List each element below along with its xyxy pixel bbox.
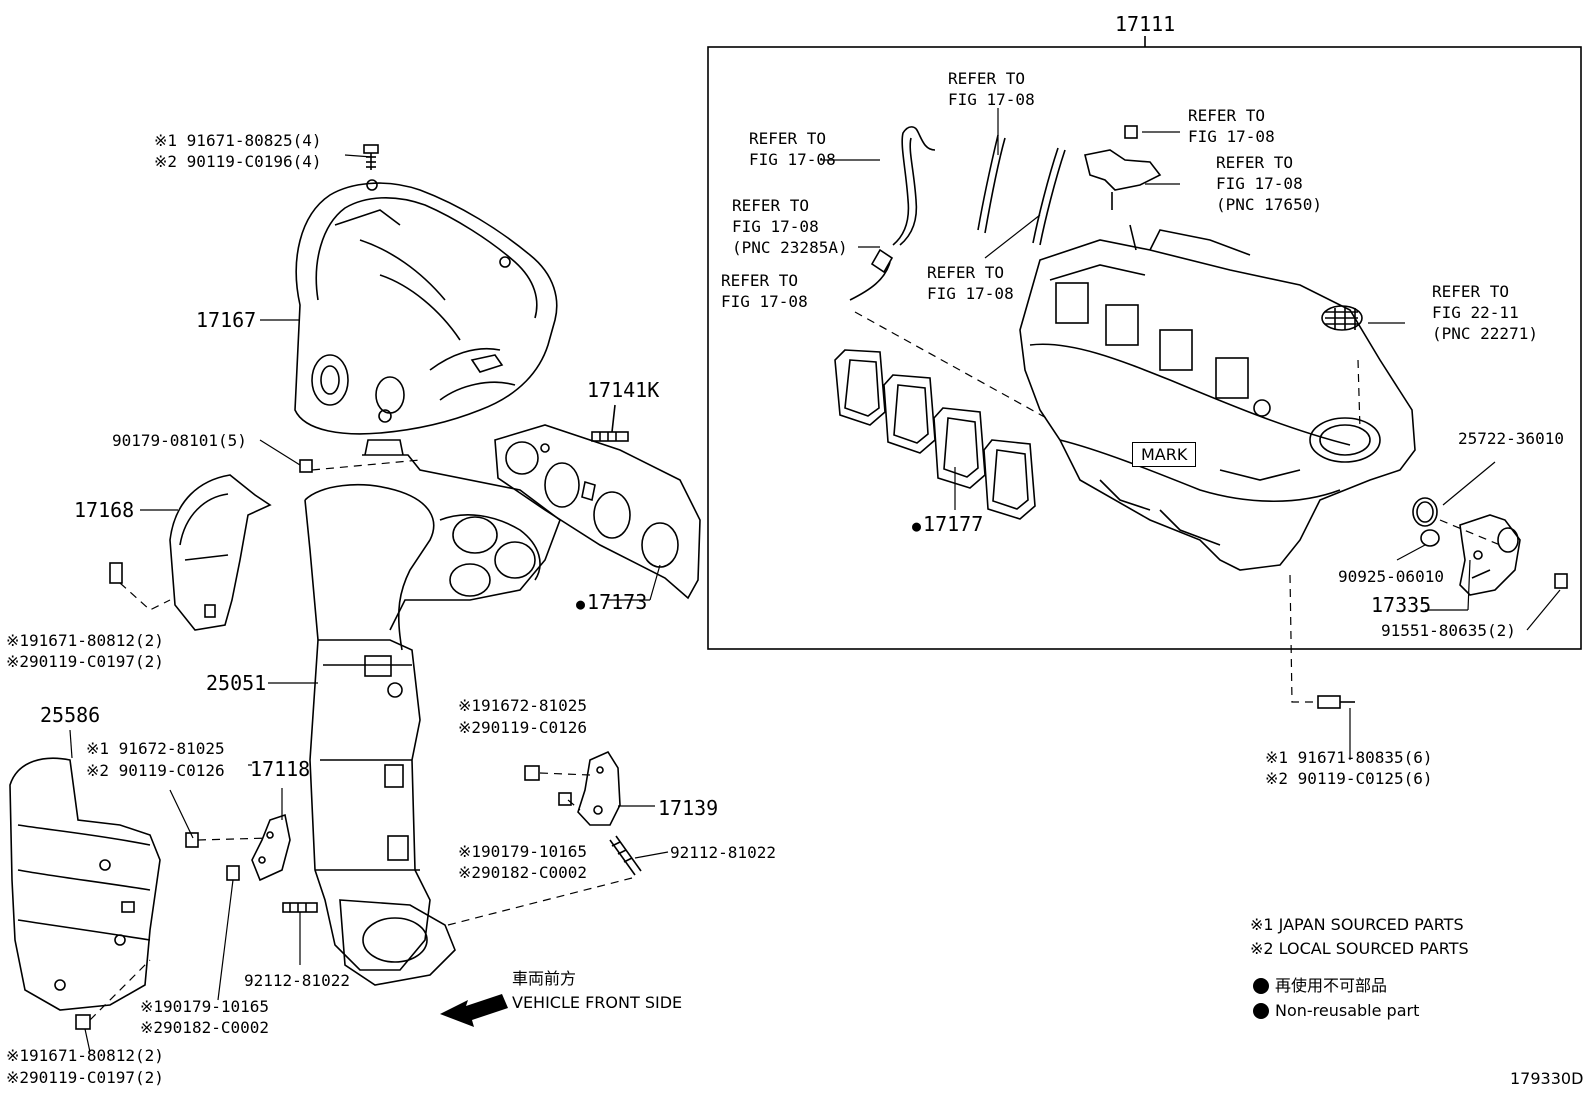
- bracket-17118: [251, 813, 291, 882]
- refer-note-7: REFER TO FIG 17-08: [927, 263, 1014, 303]
- intake-group-frame: [707, 36, 1582, 650]
- legend-nonreusable-jp: 再使用不可部品: [1275, 976, 1388, 995]
- label-17177: 17177: [912, 512, 983, 538]
- intake-manifold: [1019, 224, 1416, 571]
- legend-nonreusable-en: Non-reusable part: [1275, 1001, 1420, 1020]
- label-92112-81022-b: 92112-81022: [244, 971, 350, 990]
- refer-note-4: REFER TO FIG 17-08 (PNC 17650): [1216, 153, 1322, 214]
- o-ring-25722: [1412, 497, 1440, 547]
- label-25722-36010: 25722-36010: [1458, 429, 1564, 448]
- stud-92112-81022-right: [609, 835, 642, 876]
- label-17141K: 17141K: [587, 378, 660, 402]
- refer-note-1: REFER TO FIG 17-08: [948, 69, 1035, 109]
- label-17139: 17139: [658, 796, 719, 820]
- sensor-17335: [1459, 514, 1521, 596]
- label-91671-80812-b: ※191671-80812(2): [6, 1046, 164, 1065]
- label-90119-C0125: ※2 90119-C0125(6): [1265, 769, 1433, 788]
- label-90925-06010: 90925-06010: [1338, 567, 1444, 586]
- label-25051: 25051: [206, 671, 267, 695]
- insulator-17168: [169, 474, 272, 631]
- hoses: [849, 126, 1162, 301]
- label-90182-C0002-b: ※290182-C0002: [140, 1018, 269, 1037]
- label-25586: 25586: [40, 703, 101, 727]
- label-90119-C0126-a: ※2 90119-C0126: [86, 761, 225, 780]
- label-91671-80825: ※1 91671-80825(4): [154, 131, 322, 150]
- label-91671-80812-a: ※191671-80812(2): [6, 631, 164, 650]
- legend-local-sourced: ※2 LOCAL SOURCED PARTS: [1250, 939, 1469, 958]
- vehicle-front-arrow-icon: [440, 994, 508, 1027]
- leader-lines: [69, 108, 1561, 1053]
- figure-id: 179330D: [1510, 1069, 1584, 1088]
- label-17173: 17173: [576, 590, 647, 616]
- label-17111: 17111: [1115, 12, 1176, 36]
- bracket-17139: [577, 750, 621, 826]
- label-90182-C0002-a: ※290182-C0002: [458, 863, 587, 882]
- label-92112-81022-a: 92112-81022: [670, 843, 776, 862]
- vehicle-front-jp: 車両前方: [512, 969, 577, 988]
- label-17335: 17335: [1371, 593, 1432, 617]
- gasket-17173: [494, 424, 701, 600]
- label-90179-08101: 90179-08101(5): [112, 431, 247, 450]
- vehicle-front-en: VEHICLE FRONT SIDE: [512, 993, 683, 1012]
- stud-92112-81022-lower: [282, 902, 318, 913]
- refer-note-3: REFER TO FIG 17-08: [1188, 106, 1275, 146]
- label-91672-81025-b: ※191672-81025: [458, 696, 587, 715]
- dashed-guides: [89, 311, 1501, 1021]
- legend-japan-sourced: ※1 JAPAN SOURCED PARTS: [1250, 915, 1464, 934]
- label-90119-C0126-b: ※290119-C0126: [458, 718, 587, 737]
- refer-note-2: REFER TO FIG 17-08: [749, 129, 836, 169]
- label-90119-C0197-a: ※290119-C0197(2): [6, 652, 164, 671]
- label-91551-80635: 91551-80635(2): [1381, 621, 1516, 640]
- refer-note-5: REFER TO FIG 17-08 (PNC 23285A): [732, 196, 848, 257]
- label-91671-80835: ※1 91671-80835(6): [1265, 748, 1433, 767]
- heat-insulator-17167: [294, 179, 558, 435]
- label-17118: 17118: [250, 757, 311, 781]
- filter-screen-22271: [1321, 305, 1363, 331]
- insulator-25586: [9, 757, 161, 1011]
- refer-note-6: REFER TO FIG 17-08: [721, 271, 808, 311]
- label-91672-81025-a: ※1 91672-81025: [86, 739, 225, 758]
- legend-dots: [1253, 978, 1269, 1019]
- label-90119-C0197-b: ※290119-C0197(2): [6, 1068, 164, 1087]
- exhaust-manifold-converter: [304, 439, 561, 986]
- refer-note-8: REFER TO FIG 22-11 (PNC 22271): [1432, 282, 1538, 343]
- label-17167: 17167: [196, 308, 257, 332]
- label-90179-10165-b: ※190179-10165: [140, 997, 269, 1016]
- gaskets-17177: [834, 349, 1036, 520]
- label-17168: 17168: [74, 498, 135, 522]
- label-90179-10165-a: ※190179-10165: [458, 842, 587, 861]
- label-90119-C0196: ※2 90119-C0196(4): [154, 152, 322, 171]
- stud-17141K: [591, 404, 629, 442]
- mark-box: MARK: [1132, 442, 1197, 467]
